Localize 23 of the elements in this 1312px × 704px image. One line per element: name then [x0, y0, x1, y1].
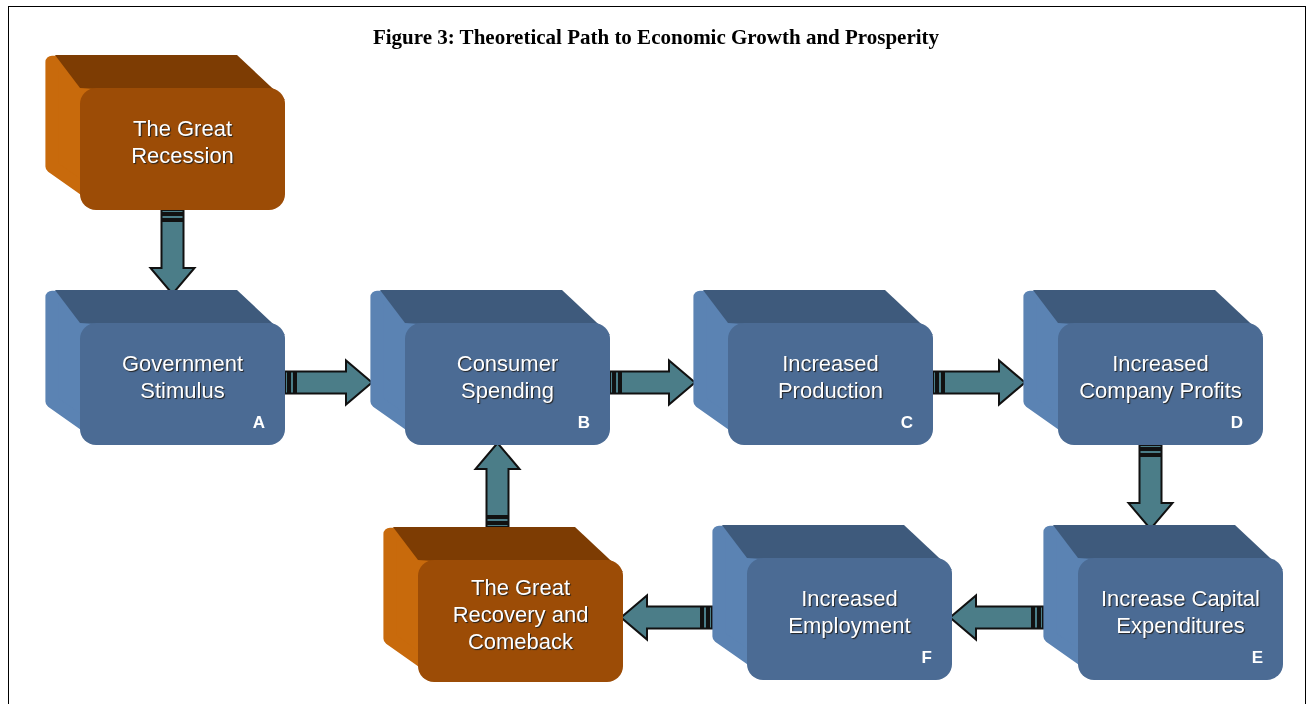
step-letter: D: [1230, 414, 1243, 431]
beveled-box: [712, 525, 952, 680]
beveled-box: [1043, 525, 1283, 680]
box-label: The Great Recovery and Comeback: [451, 573, 590, 655]
figure-title: Figure 3: Theoretical Path to Economic Growth and Prosperity: [372, 24, 940, 51]
beveled-box: [383, 527, 623, 682]
step-letter: A: [252, 414, 265, 431]
box-label: Government Stimulus: [120, 350, 245, 404]
step-letter: E: [1251, 649, 1263, 666]
box-label: The Great Recession: [130, 115, 235, 169]
box-label: Increased Production: [776, 350, 885, 404]
step-letter: F: [921, 649, 932, 666]
beveled-box: [370, 290, 610, 445]
beveled-box: [693, 290, 933, 445]
beveled-box: [1023, 290, 1263, 445]
box-label: Increased Employment: [787, 585, 912, 639]
box-label: Consumer Spending: [455, 350, 560, 404]
beveled-box: [45, 290, 285, 445]
beveled-box: [45, 55, 285, 210]
step-letter: C: [900, 414, 913, 431]
box-label: Increase Capital Expenditures: [1100, 585, 1261, 639]
box-label: Increased Company Profits: [1078, 350, 1243, 404]
step-letter: B: [577, 414, 590, 431]
